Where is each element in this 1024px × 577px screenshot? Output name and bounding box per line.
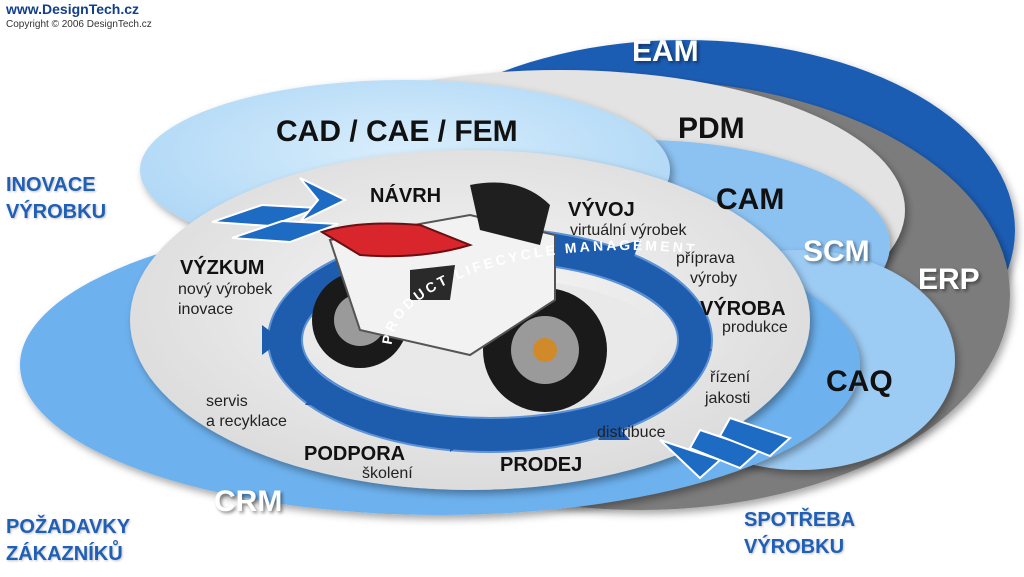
stage-navrh: NÁVRH — [370, 185, 442, 207]
stage-servis-2: a recyklace — [206, 413, 287, 430]
stage-vyroba-sub: produkce — [722, 319, 788, 336]
chevrons-top-left — [211, 177, 348, 244]
side-pozadavky: POŽADAVKY ZÁKAZNÍKŮ — [6, 514, 130, 568]
stage-priprava-1: příprava — [676, 250, 735, 267]
label-crm: CRM — [214, 485, 283, 518]
stage-distribuce: distribuce — [597, 424, 666, 441]
label-scm: SCM — [803, 235, 870, 268]
side-pozadavky-1: POŽADAVKY — [6, 516, 131, 538]
stage-rizeni-2: jakosti — [705, 390, 751, 407]
label-eam: EAM — [632, 35, 699, 68]
chevrons-bottom-right — [659, 416, 792, 480]
label-pdm: PDM — [678, 112, 745, 145]
stage-vyzkum: VÝZKUM — [180, 257, 265, 279]
stage-priprava-2: výroby — [690, 270, 738, 287]
side-spotreba-2: VÝROBKU — [744, 536, 845, 558]
stage-servis-1: servis — [206, 393, 248, 410]
side-spotreba-1: SPOTŘEBA — [744, 509, 856, 531]
stage-rizeni-1: řízení — [710, 369, 751, 386]
side-pozadavky-2: ZÁKAZNÍKŮ — [6, 543, 123, 565]
label-erp: ERP — [918, 263, 980, 296]
side-spotreba: SPOTŘEBA VÝROBKU — [744, 507, 855, 561]
stage-prodej: PRODEJ — [500, 454, 583, 476]
stage-vyroba: VÝROBA — [700, 298, 786, 320]
stage-podpora: PODPORA — [304, 443, 406, 465]
motorcycle-image — [312, 182, 607, 412]
side-inovace-2: VÝROBKU — [6, 201, 107, 223]
side-inovace-1: INOVACE — [6, 174, 96, 196]
stage-vyzkum-sub1: nový výrobek — [178, 281, 273, 298]
label-caq: CAQ — [826, 365, 893, 398]
brand-url[interactable]: www.DesignTech.cz — [6, 1, 140, 17]
brand-copyright: Copyright © 2006 DesignTech.cz — [6, 19, 152, 30]
stage-vyvoj-sub: virtuální výrobek — [570, 222, 687, 239]
label-cam: CAM — [716, 183, 785, 216]
stage-vyzkum-sub2: inovace — [178, 301, 234, 318]
side-inovace: INOVACE VÝROBKU — [6, 172, 106, 226]
label-cad: CAD / CAE / FEM — [276, 115, 518, 148]
stage-vyvoj: VÝVOJ — [568, 199, 635, 221]
stage-podpora-sub: školení — [362, 465, 413, 482]
